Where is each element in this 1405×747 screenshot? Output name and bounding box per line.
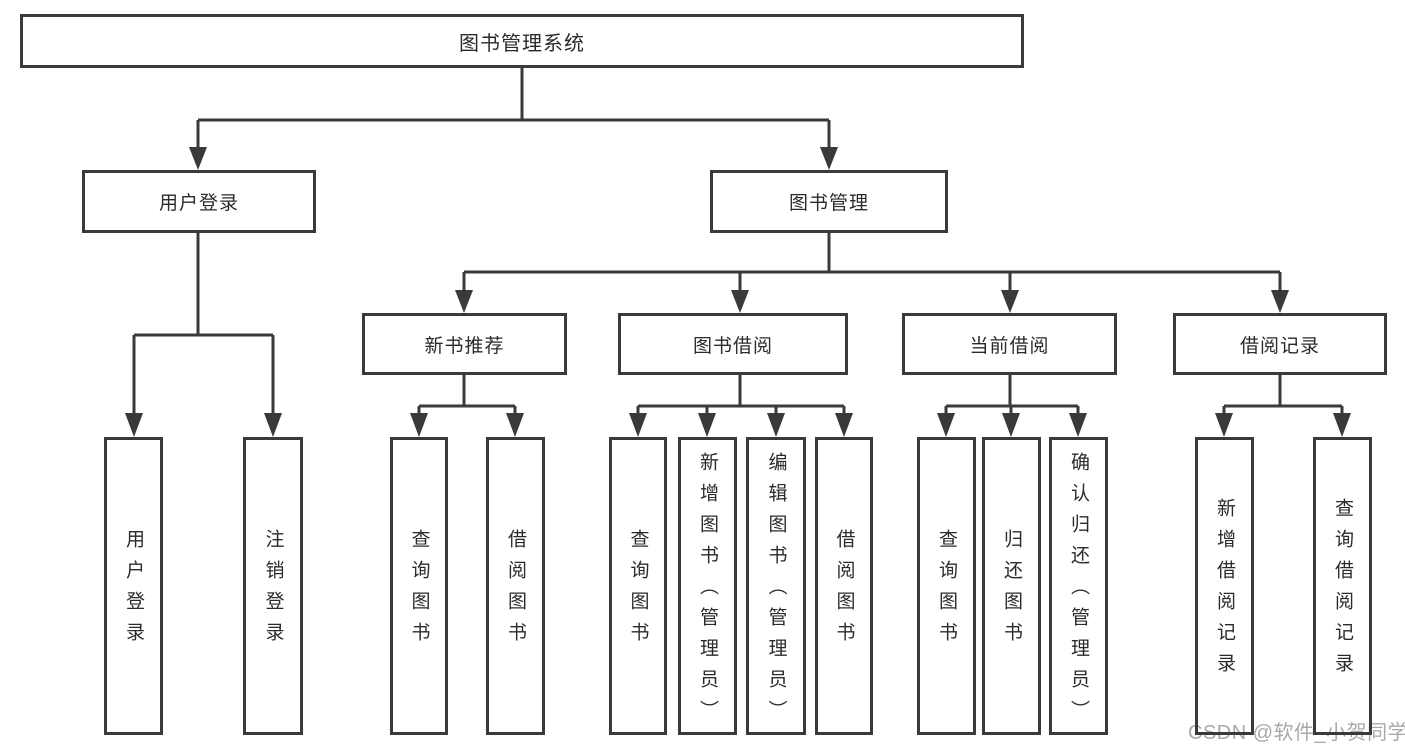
node-book-management: 图书管理 bbox=[710, 170, 948, 233]
arrowhead bbox=[410, 413, 428, 437]
connector-bookmgmt-to-level3 bbox=[462, 233, 1282, 292]
arrowhead bbox=[1002, 413, 1020, 437]
leaf-query-borrow-record: 查询借阅记录 bbox=[1313, 437, 1372, 735]
node-borrow-records: 借阅记录 bbox=[1173, 313, 1387, 375]
leaf-add-books-admin: 新增图书（管理员） bbox=[678, 437, 737, 735]
arrowhead bbox=[506, 413, 524, 437]
connector-recommend-to-leaves bbox=[417, 375, 517, 416]
connector-root-to-level2 bbox=[196, 68, 831, 150]
node-root-library-system: 图书管理系统 bbox=[20, 14, 1024, 68]
arrowhead bbox=[820, 147, 838, 170]
leaf-borrow-books-recommend: 借阅图书 bbox=[486, 437, 545, 735]
arrowhead bbox=[698, 413, 716, 437]
leaf-query-books-current: 查询图书 bbox=[917, 437, 976, 735]
leaf-logout: 注销登录 bbox=[243, 437, 303, 735]
csdn-watermark: CSDN @软件_小贺同学 bbox=[1188, 722, 1405, 744]
connector-bookborrow-to-leaves bbox=[636, 375, 846, 416]
arrowhead bbox=[189, 147, 207, 170]
arrowhead bbox=[1271, 290, 1289, 313]
node-user-login: 用户登录 bbox=[82, 170, 316, 233]
arrowhead bbox=[731, 290, 749, 313]
leaf-query-books-recommend: 查询图书 bbox=[390, 437, 448, 735]
leaf-user-login: 用户登录 bbox=[104, 437, 163, 735]
arrowhead bbox=[1215, 413, 1233, 437]
arrowhead bbox=[264, 413, 282, 437]
node-book-borrow: 图书借阅 bbox=[618, 313, 848, 375]
arrowhead bbox=[1069, 413, 1087, 437]
leaf-query-books-borrow: 查询图书 bbox=[609, 437, 667, 735]
arrowhead bbox=[937, 413, 955, 437]
node-current-borrow: 当前借阅 bbox=[902, 313, 1117, 375]
leaf-confirm-return-admin: 确认归还（管理员） bbox=[1049, 437, 1108, 735]
leaf-return-books: 归还图书 bbox=[982, 437, 1041, 735]
connector-records-to-leaves bbox=[1222, 375, 1344, 416]
arrowhead bbox=[835, 413, 853, 437]
node-new-book-recommend: 新书推荐 bbox=[362, 313, 567, 375]
connector-userlogin-to-leaves bbox=[132, 233, 275, 416]
connector-currentborrow-to-leaves bbox=[944, 375, 1080, 416]
arrowhead bbox=[767, 413, 785, 437]
arrowhead bbox=[125, 413, 143, 437]
leaf-borrow-books: 借阅图书 bbox=[815, 437, 873, 735]
arrowhead bbox=[455, 290, 473, 313]
leaf-edit-books-admin: 编辑图书（管理员） bbox=[746, 437, 806, 735]
arrowhead bbox=[1333, 413, 1351, 437]
arrowhead bbox=[629, 413, 647, 437]
leaf-add-borrow-record: 新增借阅记录 bbox=[1195, 437, 1254, 735]
arrowhead bbox=[1001, 290, 1019, 313]
